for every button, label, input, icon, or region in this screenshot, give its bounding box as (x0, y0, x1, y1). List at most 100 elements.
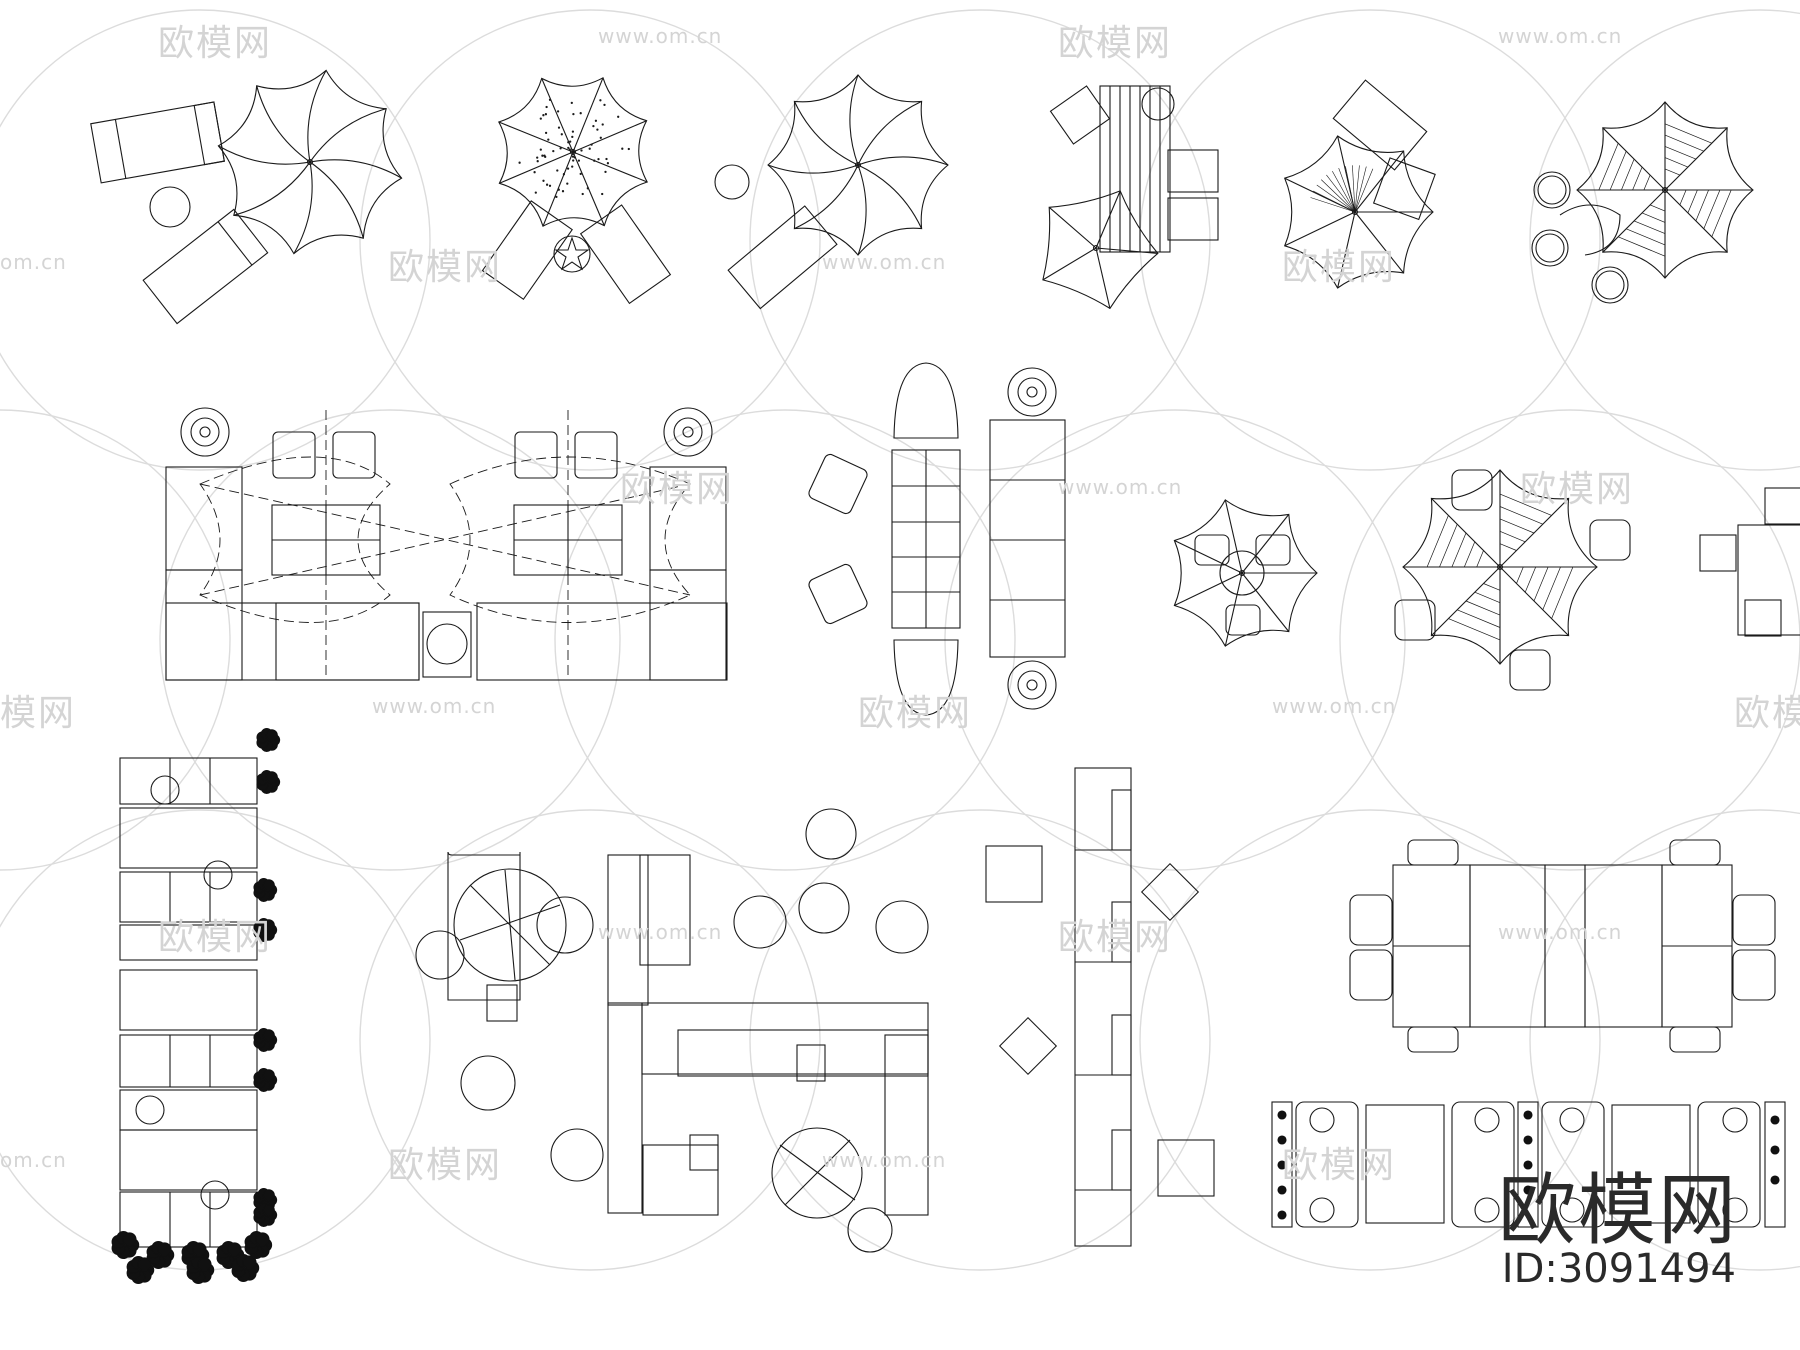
canopy-texture (567, 183, 568, 184)
umbrella-canopy (499, 78, 647, 226)
umbrella-lounger-set-1 (91, 70, 402, 323)
watermark-logo: 欧模网 (1058, 14, 1172, 66)
canopy-texture (602, 193, 603, 194)
booth-seating-column (112, 729, 280, 1284)
shrub-icon (245, 1232, 272, 1259)
canopy-texture (582, 193, 583, 194)
canopy-texture (562, 191, 563, 192)
watermark-arc (360, 810, 820, 1270)
canopy-rib (257, 86, 310, 162)
canopy-stripe (1621, 159, 1634, 190)
watermark-logo: 欧模网 (388, 238, 502, 290)
canopy-rib (858, 101, 922, 165)
canopy-texture (568, 147, 569, 148)
canopy-rib (858, 165, 866, 255)
shrub-lobe (228, 1243, 241, 1256)
canopy-stripe (1525, 567, 1536, 592)
canopy-rib (310, 109, 386, 162)
canopy-rib (310, 162, 363, 238)
shrub-icon (232, 1255, 259, 1282)
shrub-lobe (263, 1190, 274, 1201)
shrub-icon (254, 1204, 277, 1227)
canopy-texture (540, 118, 541, 119)
canopy-stripe (1484, 584, 1501, 591)
canopy-texture (580, 113, 581, 114)
canopy-texture (534, 172, 535, 173)
shrub-lobe (158, 1243, 171, 1256)
sofa-lounge-layout (166, 408, 727, 680)
canopy-rib (1096, 248, 1110, 308)
canopy-rib (1431, 498, 1500, 567)
canopy-texture (572, 131, 573, 132)
canopy-rib (294, 162, 312, 254)
shrub-lobe (266, 730, 277, 741)
watermark-arc (0, 10, 430, 470)
planter-leaf (1771, 1146, 1779, 1154)
canopy-texture (537, 157, 538, 158)
canopy-texture (572, 156, 573, 157)
watermark-arc (160, 410, 620, 870)
shrub-lobe (263, 1070, 274, 1081)
canopy-texture (587, 188, 588, 189)
canopy-stripe (1464, 542, 1475, 567)
watermark-logo: 欧模网 (388, 1136, 502, 1188)
shrub-lobe (243, 1256, 256, 1269)
canopy-texture (549, 99, 550, 100)
canopy-texture (543, 180, 544, 181)
dining-tables-group (1350, 840, 1775, 1052)
canopy-texture (570, 141, 571, 142)
umbrella-deck-set (1043, 86, 1218, 308)
canopy-rib (858, 157, 948, 165)
watermark-url: www.om.cn (1498, 920, 1622, 944)
long-table-chair-layout (807, 363, 1065, 715)
watermark-url: om.cn (0, 1148, 67, 1172)
canopy-texture (628, 148, 629, 149)
shrub-icon (254, 1029, 277, 1052)
canopy-stripe (1642, 213, 1665, 223)
shrub-lobe (193, 1243, 206, 1256)
canopy-texture (545, 114, 546, 115)
shrub-icon (112, 1232, 139, 1259)
canopy-texture (560, 148, 561, 149)
canopy-rib (1603, 190, 1665, 252)
canopy-rib (1049, 207, 1096, 248)
canopy-texture (556, 196, 557, 197)
canopy-stripe (1665, 146, 1696, 159)
planter-leaf (1771, 1176, 1779, 1184)
shrub-lobe (256, 1233, 269, 1246)
shrub-lobe (198, 1258, 211, 1271)
canopy-rib (1431, 567, 1500, 636)
canopy-texture (569, 149, 570, 150)
planter-leaf (1278, 1111, 1286, 1119)
canopy-texture (573, 160, 574, 161)
canopy-texture (558, 111, 559, 112)
canopy-stripe (1466, 601, 1500, 615)
watermark-logo: 模网 (0, 684, 76, 736)
canopy-texture (589, 148, 590, 149)
canopy-texture (622, 148, 623, 149)
umbrella-canopy (1577, 102, 1753, 278)
canopy-rib (1242, 514, 1289, 573)
canopy-texture (568, 168, 569, 169)
canopy-texture (573, 114, 574, 115)
umbrella-stool-set (1532, 102, 1753, 303)
canopy-rib (794, 165, 858, 229)
canopy-texture (606, 158, 607, 159)
canopy-texture (607, 163, 608, 164)
watermark-url: www.om.cn (1058, 475, 1182, 499)
canopy-texture (600, 137, 601, 138)
watermark-logo: 欧模网 (1282, 1136, 1396, 1188)
brand-name: 欧模网 (1498, 1148, 1738, 1260)
watermark-logo: 欧模网 (1520, 460, 1634, 512)
canopy-texture (598, 159, 599, 160)
canopy-stripe (1500, 519, 1534, 533)
canopy-texture (618, 116, 619, 117)
canopy-texture (546, 106, 547, 107)
watermark-url: www.om.cn (372, 694, 496, 718)
canopy-texture (546, 132, 547, 133)
canopy-stripe (1517, 567, 1524, 584)
watermark-logo: 欧模网 (1282, 238, 1396, 290)
canopy-stripe (1680, 190, 1686, 205)
canopy-rib (1174, 541, 1242, 574)
canopy-texture (600, 100, 601, 101)
